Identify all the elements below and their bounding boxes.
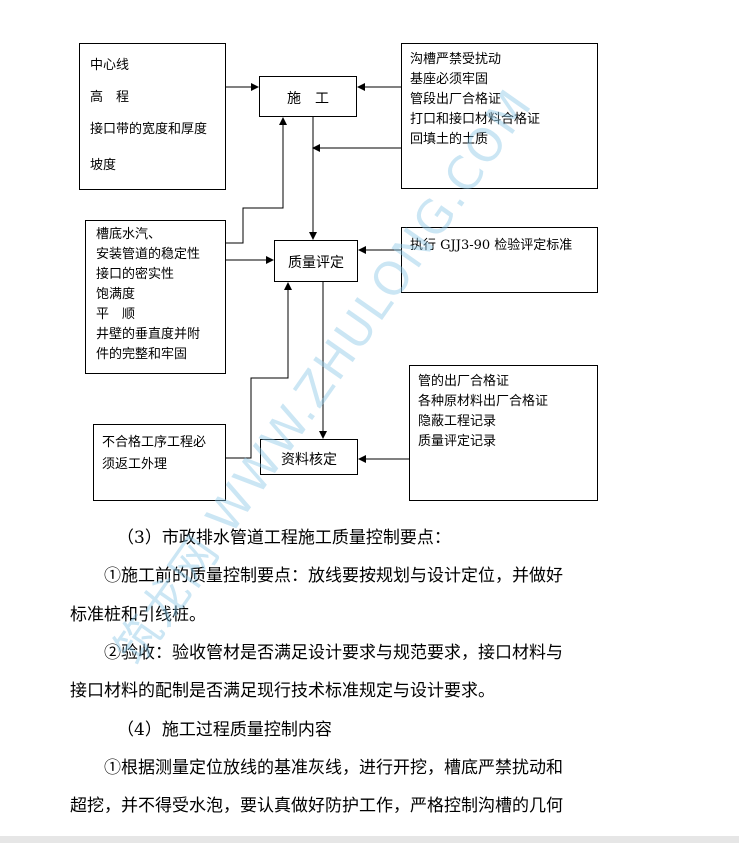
left-mid-item: 件的完整和牢固 [96, 347, 188, 362]
left-bottom-box: 不合格工序工程必 须返工外理 [93, 424, 226, 501]
quality-node: 质量评定 [274, 240, 358, 282]
left-bottom-item: 须返工外理 [102, 457, 168, 472]
left-bottom-item: 不合格工序工程必 [102, 435, 207, 450]
paragraph-1-line-2: 标准桩和引线桩。 [70, 605, 206, 625]
left-mid-item: 平 顺 [96, 307, 136, 322]
paragraph-3-line-1: ①根据测量定位放线的基准灰线，进行开挖，槽底严禁扰动和 [104, 758, 563, 778]
left-mid-box: 槽底水汽、 安装管道的稳定性 接口的密实性 饱满度 平 顺 井壁的垂直度并附 件… [85, 220, 226, 374]
right-bottom-item: 隐蔽工程记录 [418, 414, 497, 429]
left-mid-item: 井壁的垂直度并附 [96, 327, 201, 342]
right-top-item: 打口和接口材料合格证 [410, 112, 541, 127]
right-bottom-item: 各种原材料出厂合格证 [418, 394, 549, 409]
paragraph-2-line-2: 接口材料的配制是否满足现行技术标准规定与设计要求。 [70, 681, 495, 701]
left-mid-item: 槽底水汽、 [96, 227, 162, 242]
right-top-item: 基座必须牢固 [410, 72, 489, 87]
construction-label: 施 工 [287, 91, 329, 107]
records-node: 资料核定 [260, 439, 358, 475]
arrow-feedback-to-quality [226, 282, 292, 459]
left-top-box: 中心线 高 程 接口带的宽度和厚度 坡度 [79, 43, 226, 190]
left-mid-item: 安装管道的稳定性 [96, 247, 201, 262]
right-bottom-item: 质量评定记录 [418, 434, 497, 449]
heading-3: （3）市政排水管道工程施工质量控制要点： [117, 528, 451, 548]
right-mid-box: 执行 GJJ3-90 检验评定标准 [401, 227, 598, 293]
paragraph-3-line-2: 超挖，并不得受水泡，要认真做好防护工作，严格控制沟槽的几何 [70, 796, 563, 816]
page-bottom-edge [0, 836, 739, 843]
right-bottom-item: 管的出厂合格证 [418, 374, 510, 389]
right-top-item: 沟槽严禁受扰动 [410, 52, 502, 67]
records-label: 资料核定 [281, 452, 337, 468]
arrow-feedback-to-construction [226, 117, 287, 244]
construction-node: 施 工 [259, 76, 357, 117]
left-top-item: 中心线 [90, 58, 130, 73]
right-mid-text: 执行 GJJ3-90 检验评定标准 [410, 238, 573, 253]
right-top-item: 回填土的土质 [410, 132, 489, 147]
right-top-box: 沟槽严禁受扰动 基座必须牢固 管段出厂合格证 打口和接口材料合格证 回填土的土质 [401, 43, 598, 189]
left-top-item: 坡度 [90, 158, 117, 173]
paragraph-1-line-1: ①施工前的质量控制要点：放线要按规划与设计定位，并做好 [104, 566, 563, 586]
paragraph-2-line-1: ②验收：验收管材是否满足设计要求与规范要求，接口材料与 [104, 643, 563, 663]
left-top-item: 接口带的宽度和厚度 [90, 122, 208, 137]
left-top-item: 高 程 [90, 90, 130, 105]
left-mid-item: 饱满度 [96, 287, 136, 302]
right-top-item: 管段出厂合格证 [410, 92, 502, 107]
left-mid-item: 接口的密实性 [96, 267, 175, 282]
heading-4: （4）施工过程质量控制内容 [117, 720, 332, 740]
quality-label: 质量评定 [288, 255, 344, 271]
right-bottom-box: 管的出厂合格证 各种原材料出厂合格证 隐蔽工程记录 质量评定记录 [409, 365, 598, 501]
